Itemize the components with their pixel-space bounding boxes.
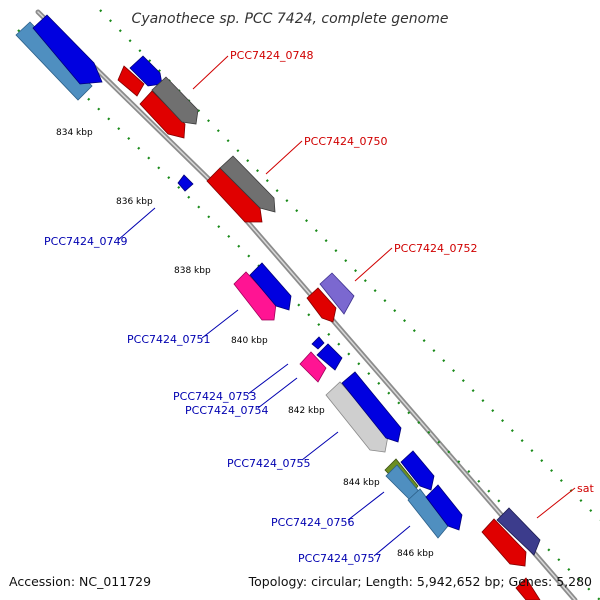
genome-backbone <box>35 9 578 600</box>
chart-title: Cyanothece sp. PCC 7424, complete genome <box>132 11 449 27</box>
gene-label-pcc7424-0757[interactable]: PCC7424_0757 <box>298 552 381 565</box>
tick-label: 834 kbp <box>56 128 93 138</box>
gene-label-pcc7424-0756[interactable]: PCC7424_0756 <box>271 516 354 529</box>
gene-label-pcc7424-0752[interactable]: PCC7424_0752 <box>394 242 477 255</box>
gene-arrow-red[interactable] <box>481 518 527 567</box>
tick-label: 840 kbp <box>231 336 268 346</box>
tick-label: 842 kbp <box>288 406 325 416</box>
gene-arrow-blue[interactable] <box>177 174 194 192</box>
gene-label-pcc7424-0754[interactable]: PCC7424_0754 <box>185 404 268 417</box>
gene-label-pcc7424-0748[interactable]: PCC7424_0748 <box>230 49 313 62</box>
tick-label: 846 kbp <box>397 549 434 559</box>
gene-arrow-blue[interactable] <box>425 484 463 531</box>
gene-arrow-blue[interactable] <box>249 262 292 311</box>
gene-arrow-lavender[interactable] <box>319 272 355 315</box>
tick-label: 844 kbp <box>343 478 380 488</box>
gene-features <box>15 14 541 600</box>
gene-label-pcc7424-0753[interactable]: PCC7424_0753 <box>173 390 256 403</box>
gene-arrow-blue[interactable] <box>311 336 325 350</box>
gene-arrow-red[interactable] <box>306 287 337 323</box>
gene-arrow-pink[interactable] <box>233 271 277 321</box>
gene-arrow-blue[interactable] <box>32 14 103 85</box>
gene-label-pcc7424-0755[interactable]: PCC7424_0755 <box>227 457 310 470</box>
tick-label: 836 kbp <box>116 197 153 207</box>
gene-arrow-pink[interactable] <box>299 351 327 383</box>
gene-label-pcc7424-0749[interactable]: PCC7424_0749 <box>44 235 127 248</box>
gene-arrow-light-grey[interactable] <box>325 381 389 453</box>
accession-text: Accession: NC_011729 <box>9 574 151 589</box>
gene-arrow-blue[interactable] <box>316 343 343 371</box>
gene-arrow-blue[interactable] <box>400 450 435 491</box>
gene-arrow-navy[interactable] <box>496 507 541 556</box>
genome-summary-text: Topology: circular; Length: 5,942,652 bp… <box>248 574 592 589</box>
tick-label: 838 kbp <box>174 266 211 276</box>
gene-arrow-red[interactable] <box>206 167 263 223</box>
gene-labels: PCC7424_0748 PCC7424_0750 PCC7424_0752 s… <box>44 49 594 565</box>
gene-label-pcc7424-0751[interactable]: PCC7424_0751 <box>127 333 210 346</box>
gene-arrow-red[interactable] <box>117 65 145 97</box>
track-guides <box>17 9 600 600</box>
gene-arrow-grey[interactable] <box>151 76 199 125</box>
gene-label-sat[interactable]: sat <box>577 482 594 495</box>
gene-arrow-grey[interactable] <box>219 155 276 213</box>
gene-arrow-red[interactable] <box>139 90 186 139</box>
gene-arrow-blue[interactable] <box>129 55 163 87</box>
gene-arrow-blue[interactable] <box>341 371 402 443</box>
gene-arrow-red[interactable] <box>515 577 541 600</box>
gene-arrow-steel[interactable] <box>15 21 93 101</box>
tick-labels: 834 kbp 836 kbp 838 kbp 840 kbp 842 kbp … <box>56 128 434 559</box>
gene-label-pcc7424-0750[interactable]: PCC7424_0750 <box>304 135 387 148</box>
callout-lines <box>117 55 576 557</box>
